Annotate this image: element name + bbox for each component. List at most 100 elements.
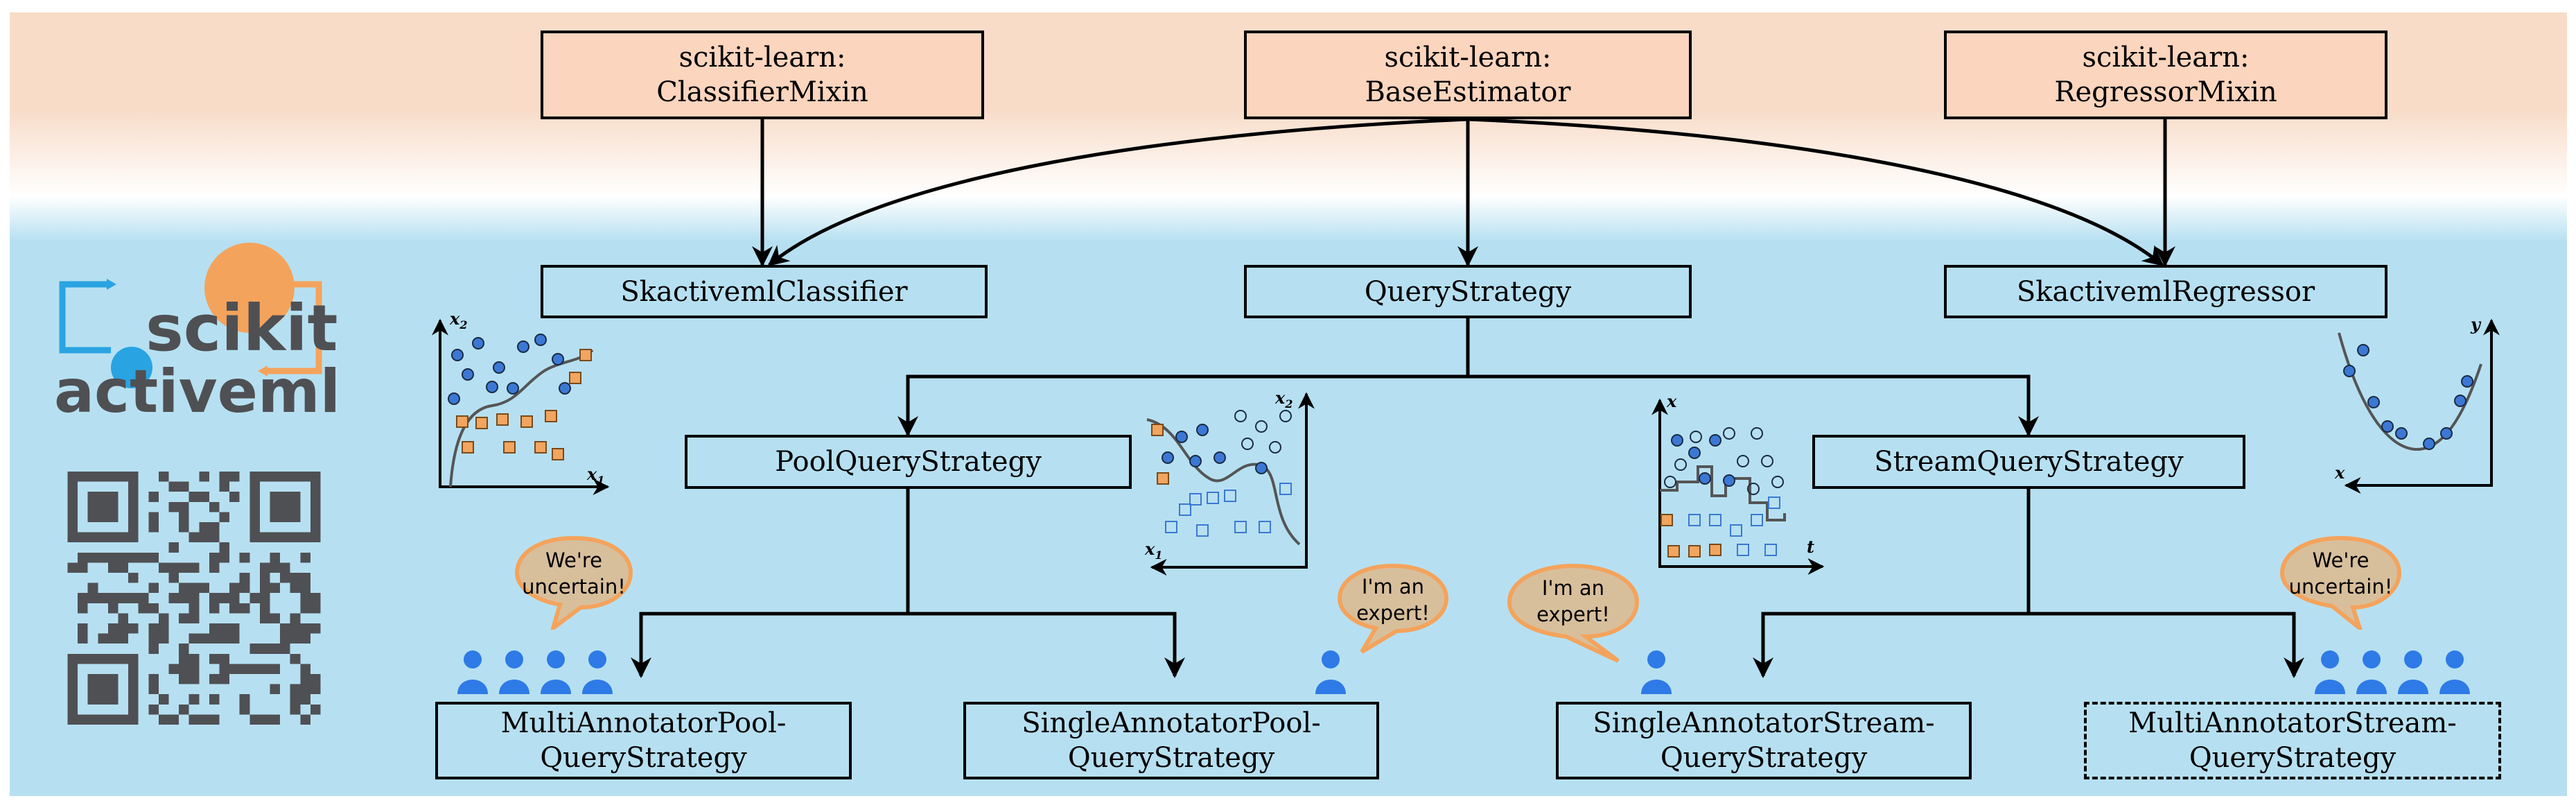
classifier-ylabel: x: [449, 309, 460, 329]
classifiermixin-line2: ClassifierMixin: [656, 76, 868, 108]
querystrategy-label: QueryStrategy: [1364, 275, 1572, 308]
sample-point: [1768, 497, 1780, 509]
regressor-xlabel: x: [2334, 463, 2345, 483]
sample-point: [1730, 524, 1742, 537]
annotator-group-multi-pool: [457, 650, 613, 694]
arrow-pool-to-multiannotator: [631, 489, 910, 678]
pool-plot: x2 x1: [1144, 388, 1315, 576]
arrow-pool-to-singleannotator: [908, 612, 1185, 678]
sample-point: [451, 349, 464, 361]
classifier-xlabel-sub: 1: [597, 474, 604, 487]
sample-point: [1761, 455, 1773, 467]
scikit-activeml-logo: scikit activeml: [42, 208, 340, 458]
svg-text:x2: x2: [1274, 388, 1293, 411]
sample-point: [569, 372, 581, 384]
svg-text:x1: x1: [586, 464, 604, 487]
pool-xlabel-sub: 1: [1155, 549, 1162, 562]
sample-point: [1213, 451, 1226, 464]
sample-point: [503, 441, 516, 454]
sample-point: [1688, 447, 1701, 459]
singleannotatorstream-line1: SingleAnnotatorStream-: [1593, 707, 1935, 739]
annotator-person-icon: [2356, 650, 2387, 694]
sample-point: [2381, 420, 2394, 433]
annotator-person-icon: [499, 650, 529, 694]
sample-point: [1699, 472, 1711, 485]
bubble-multi-stream-line1: We're: [2312, 549, 2369, 572]
sample-point: [2454, 395, 2467, 407]
sample-point: [1723, 474, 1735, 487]
arrow-querystrategy-to-pool: [897, 318, 1470, 437]
sample-point: [2395, 427, 2408, 440]
pool-ylabel: x: [1274, 388, 1286, 408]
sample-point: [1189, 455, 1202, 467]
streamquerystrategy-label: StreamQueryStrategy: [1874, 446, 2184, 478]
annotator-person-icon: [541, 650, 571, 694]
sample-point: [534, 441, 547, 454]
regressormixin-node: scikit-learn: RegressorMixin: [1944, 31, 2387, 119]
sample-point: [1259, 521, 1271, 533]
classifier-ylabel-sub: 2: [459, 318, 467, 331]
sample-point: [2440, 427, 2453, 440]
bubble-multi-pool-line1: We're: [545, 549, 602, 572]
regressormixin-line2: RegressorMixin: [2054, 76, 2277, 108]
sample-point: [1671, 434, 1683, 447]
sample-point: [1207, 492, 1219, 504]
classifier-xlabel: x: [586, 464, 597, 484]
sample-point: [517, 340, 529, 353]
regression-curve: [2338, 332, 2482, 451]
querystrategy-node: QueryStrategy: [1244, 265, 1692, 318]
singleannotatorpool-node: SingleAnnotatorPool- QueryStrategy: [963, 702, 1379, 779]
logo-line2: activeml: [54, 357, 341, 426]
regressor-plot: y x: [2334, 314, 2500, 494]
sample-point: [1737, 544, 1749, 556]
annotator-single-stream: [1641, 650, 1672, 694]
arrow-stream-to-singleannotator: [1753, 489, 2031, 678]
sample-point: [1189, 493, 1202, 506]
singleannotatorpool-line2: QueryStrategy: [1067, 742, 1275, 774]
bubble-single-pool-line2: expert!: [1356, 601, 1430, 625]
stream-xlabel: t: [1807, 537, 1814, 557]
sample-point: [1674, 458, 1687, 471]
sample-point: [1255, 462, 1268, 474]
sample-point: [507, 382, 519, 395]
sample-point: [1196, 524, 1209, 537]
sample-point: [462, 441, 474, 454]
annotator-person-icon: [2439, 650, 2470, 694]
sample-point: [1688, 514, 1701, 526]
sample-point: [1709, 544, 1721, 556]
sample-point: [1751, 514, 1763, 526]
arrow-querystrategy-to-stream: [1468, 374, 2039, 437]
sample-point: [1175, 431, 1188, 443]
sample-point: [2461, 375, 2473, 388]
pool-xlabel: x: [1144, 539, 1155, 559]
arrow-stream-to-multiannotator: [2029, 612, 2304, 678]
sample-point: [1764, 544, 1777, 556]
stream-threshold-line: [1660, 465, 1786, 521]
skactivemlclassifier-label: SkactivemlClassifier: [620, 275, 908, 308]
annotator-person-icon: [2315, 650, 2345, 694]
regressormixin-line1: scikit-learn:: [2082, 42, 2250, 74]
sample-point: [462, 368, 474, 381]
sample-point: [552, 353, 564, 365]
classifiermixin-line1: scikit-learn:: [678, 42, 846, 74]
sample-point: [1751, 427, 1763, 440]
sample-point: [534, 334, 547, 346]
sample-point: [456, 415, 468, 428]
logo-line1: scikit: [146, 291, 338, 365]
bubble-single-stream-line1: I'm an: [1541, 576, 1605, 600]
svg-text:x2: x2: [449, 309, 467, 331]
sample-point: [2343, 365, 2356, 377]
poolquerystrategy-node: PoolQueryStrategy: [685, 435, 1132, 489]
sample-point: [1234, 521, 1247, 533]
streamquerystrategy-node: StreamQueryStrategy: [1812, 435, 2245, 489]
arrow-baseestimator-to-classifier: [767, 117, 1469, 266]
sample-point: [493, 361, 505, 374]
sample-point: [520, 415, 533, 428]
multiannotatorstream-line1: MultiAnnotatorStream-: [2128, 707, 2457, 739]
singleannotatorpool-line1: SingleAnnotatorPool-: [1022, 707, 1321, 739]
